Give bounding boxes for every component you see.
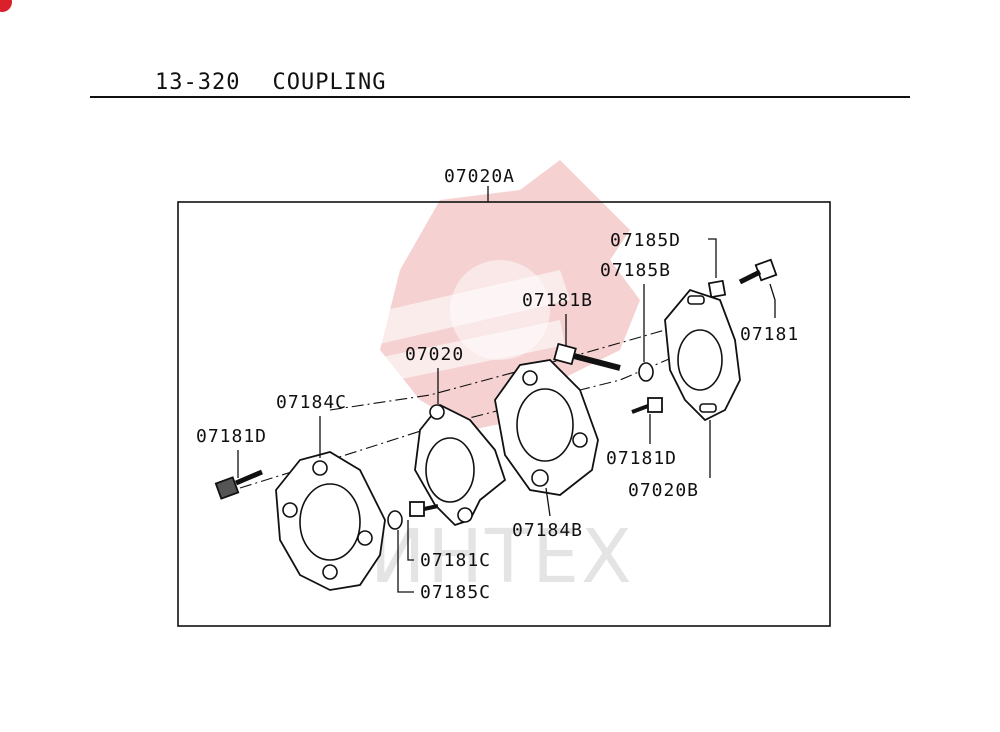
callout-07185D: 07185D	[610, 230, 681, 251]
gasket-07184C	[275, 451, 386, 591]
gasket-07184B	[494, 359, 599, 496]
corner-badge-icon	[0, 0, 12, 12]
watermark-logo-icon	[300, 160, 640, 430]
callout-07181: 07181	[740, 324, 799, 345]
diagram-frame	[177, 201, 831, 627]
flange-07020B	[664, 288, 741, 422]
callout-07181D-left: 07181D	[196, 426, 267, 447]
leader-07184B	[545, 487, 551, 517]
page-title: 13-320 COUPLING	[155, 70, 386, 95]
title-rule	[90, 96, 910, 98]
callout-07181C: 07181C	[420, 550, 491, 571]
watermark-text: ИНТЕХ	[370, 514, 634, 600]
callout-07181D-right: 07181D	[606, 448, 677, 469]
section-number: 13-320	[155, 70, 241, 95]
bolt-07181	[738, 258, 778, 285]
callout-07020: 07020	[405, 344, 464, 365]
nut-07185D	[707, 279, 727, 299]
leader-07185C	[397, 530, 414, 593]
flange-07020	[414, 403, 507, 527]
callout-07020B: 07020B	[628, 480, 699, 501]
callout-07181B: 07181B	[522, 290, 593, 311]
bolt-07181C	[409, 501, 439, 517]
callout-07185C: 07185C	[420, 582, 491, 603]
center-axis-upper	[329, 319, 701, 411]
bolt-07181D-left	[214, 469, 263, 500]
section-title: COUPLING	[272, 70, 387, 95]
callout-07184C: 07184C	[276, 392, 347, 413]
callout-07185B: 07185B	[600, 260, 671, 281]
bolt-07181B	[553, 342, 621, 371]
leader-07181C	[407, 520, 414, 561]
leader-07181	[769, 283, 776, 318]
washer-07185C	[387, 510, 403, 530]
bolt-07181D-right	[631, 397, 663, 414]
callout-07184B: 07184B	[512, 520, 583, 541]
leader-07185D	[708, 238, 717, 278]
callout-07020A: 07020A	[444, 166, 515, 187]
center-axis	[239, 349, 691, 489]
washer-07185B	[638, 362, 654, 382]
